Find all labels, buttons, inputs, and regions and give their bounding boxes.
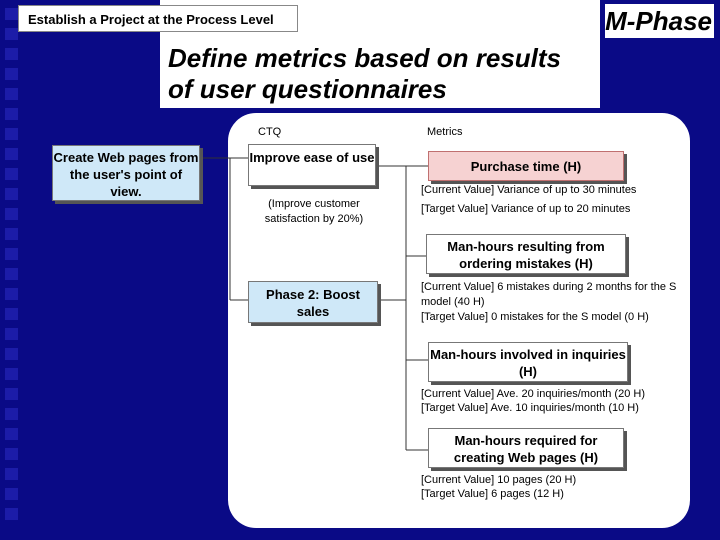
metric-target-value: [Target Value] 0 mistakes for the S mode… [421,311,649,323]
title-line-1: Define metrics based on results [168,43,562,73]
metric-target-value: [Target Value] Ave. 10 inquiries/month (… [421,402,639,414]
ctq-column-header: CTQ [258,126,282,138]
metric-box-web-pages: Man-hours required for creating Web page… [428,428,624,468]
metric-current-value: [Current Value] Ave. 20 inquiries/month … [421,388,645,400]
source-box: Create Web pages from the user's point o… [52,145,200,201]
metric-box-purchase-time: Purchase time (H) [428,151,624,181]
ctq-box-ease-of-use: Improve ease of use [248,144,376,186]
metric-box-ordering-mistakes: Man-hours resulting from ordering mistak… [426,234,626,274]
metric-current-value: [Current Value] Variance of up to 30 min… [421,184,637,196]
section-tag: Establish a Project at the Process Level [18,5,298,32]
decorative-square-strip [0,0,22,540]
metric-target-value: [Target Value] 6 pages (12 H) [421,488,564,500]
metric-target-value: [Target Value] Variance of up to 20 minu… [421,203,631,215]
metric-current-value: [Current Value] 10 pages (20 H) [421,474,577,486]
metric-current-value: [Current Value] 6 mistakes during 2 mont… [421,281,677,308]
ctq-note: (Improve customer satisfaction by 20%) [264,198,364,225]
phase-label: M-Phase [605,4,714,38]
ctq-box-boost-sales: Phase 2: Boost sales [248,281,378,323]
metric-box-inquiries: Man-hours involved in inquiries (H) [428,342,628,382]
metrics-column-header: Metrics [427,126,463,138]
page-title: Define metrics based on results of user … [168,43,618,105]
title-line-2: of user questionnaires [168,74,447,104]
header-band [298,5,598,32]
